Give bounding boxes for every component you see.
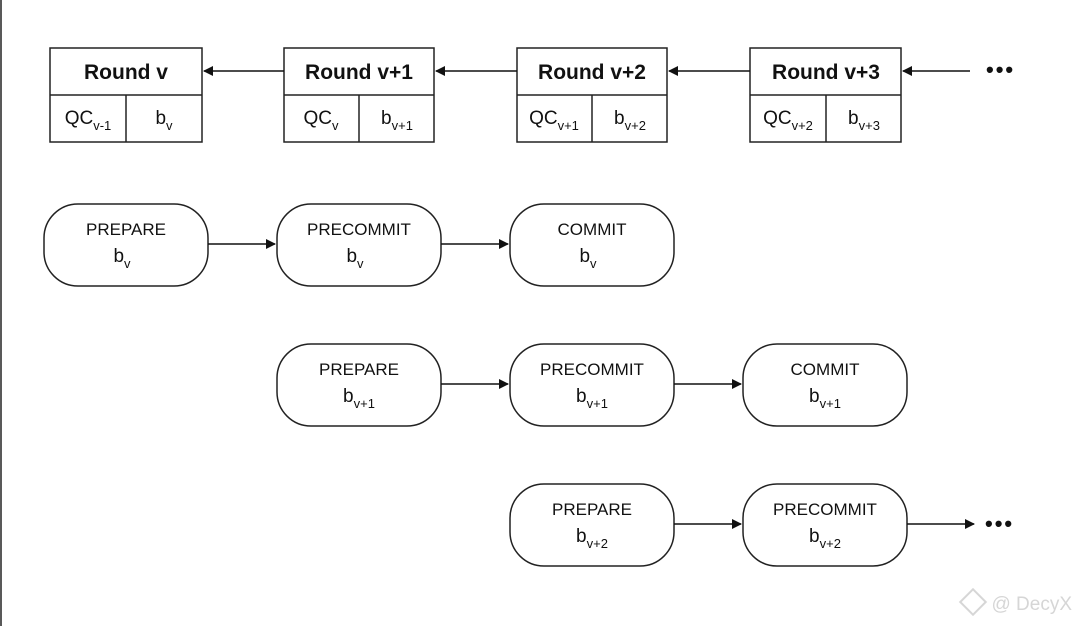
round-block-2: Round v+2 QCv+1 bv+2 xyxy=(516,47,668,143)
phase-node: PREPARE bv+1 xyxy=(276,343,442,427)
block-cell: bv xyxy=(155,108,173,133)
phase-node: COMMIT bv xyxy=(509,203,675,287)
watermark-logo-icon xyxy=(959,587,988,617)
phase-block: bv+1 xyxy=(343,386,375,411)
watermark-text: @ DecyX xyxy=(991,594,1072,615)
block-cell: bv+3 xyxy=(848,108,880,133)
ellipsis-top: ••• xyxy=(986,57,1015,82)
block-cell: bv+2 xyxy=(614,108,646,133)
phase-node: PREPARE bv xyxy=(43,203,209,287)
qc-cell: QCv-1 xyxy=(65,108,112,133)
phase-label: PRECOMMIT xyxy=(307,220,411,239)
round-title: Round v+3 xyxy=(772,61,880,84)
phase-block: bv xyxy=(346,246,364,271)
round-block-1: Round v+1 QCv bv+1 xyxy=(283,47,435,143)
round-title: Round v xyxy=(84,61,168,84)
block-cell: bv+1 xyxy=(381,108,413,133)
phase-node: PRECOMMIT bv+2 xyxy=(742,483,908,567)
phase-block: bv+2 xyxy=(576,526,608,551)
phase-label: COMMIT xyxy=(791,360,860,379)
phase-node: PRECOMMIT bv+1 xyxy=(509,343,675,427)
phase-label: PREPARE xyxy=(86,220,166,239)
phase-node: PREPARE bv+2 xyxy=(509,483,675,567)
phase-label: PRECOMMIT xyxy=(773,500,877,519)
ellipsis-bottom: ••• xyxy=(985,511,1014,536)
phase-block: bv+1 xyxy=(576,386,608,411)
round-block-0: Round v QCv-1 bv xyxy=(49,47,203,143)
phase-label: PREPARE xyxy=(319,360,399,379)
qc-cell: QCv xyxy=(304,108,340,133)
phase-block: bv xyxy=(579,246,597,271)
phase-block: bv xyxy=(113,246,131,271)
phase-node: COMMIT bv+1 xyxy=(742,343,908,427)
qc-cell: QCv+2 xyxy=(763,108,813,133)
round-title: Round v+2 xyxy=(538,61,646,84)
phase-label: PRECOMMIT xyxy=(540,360,644,379)
phase-label: COMMIT xyxy=(558,220,627,239)
phase-node: PRECOMMIT bv xyxy=(276,203,442,287)
round-title: Round v+1 xyxy=(305,61,413,84)
qc-cell: QCv+1 xyxy=(529,108,579,133)
watermark: @ DecyX xyxy=(959,587,1072,617)
phase-label: PREPARE xyxy=(552,500,632,519)
round-block-3: Round v+3 QCv+2 bv+3 xyxy=(749,47,902,143)
phase-block: bv+2 xyxy=(809,526,841,551)
phase-block: bv+1 xyxy=(809,386,841,411)
